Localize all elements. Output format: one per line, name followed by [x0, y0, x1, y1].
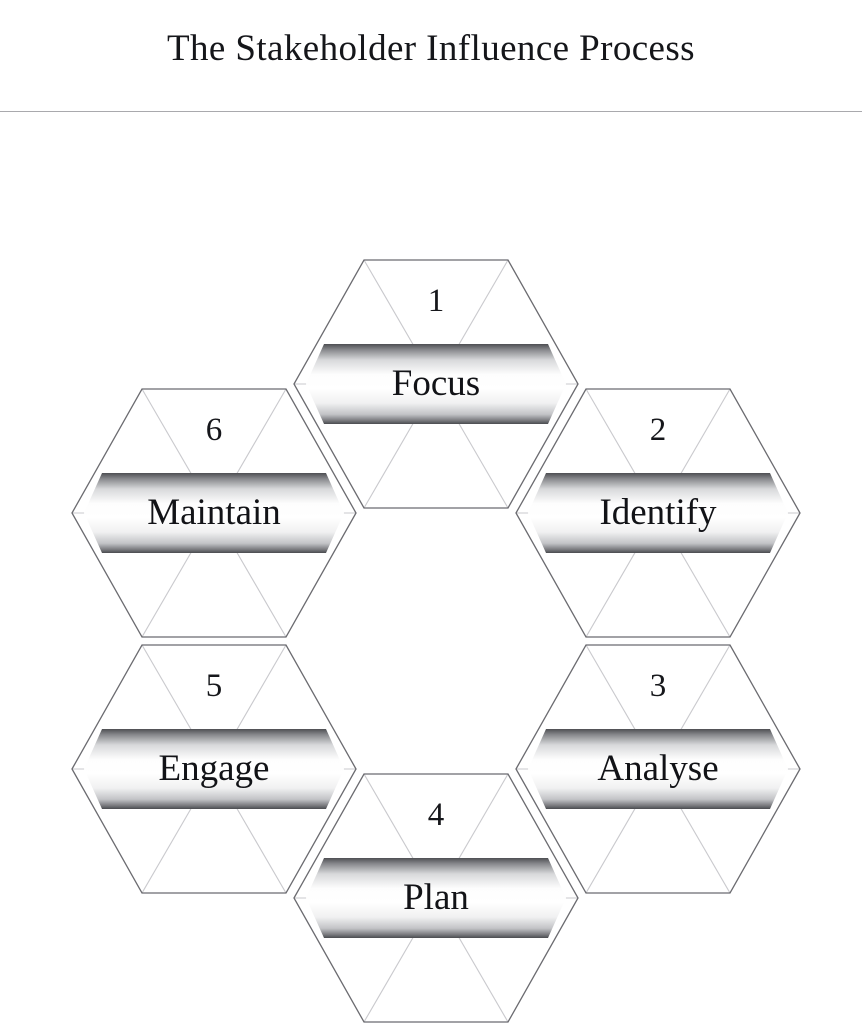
- hexagon-label-band: [528, 473, 788, 553]
- hexagon-outline: [71, 388, 357, 638]
- hexagon-step-1[interactable]: [293, 259, 579, 509]
- hexagon-outline: [71, 644, 357, 894]
- hexagon-step-5[interactable]: [71, 644, 357, 894]
- hexagon-label-band: [306, 858, 566, 938]
- hexagon-outline: [515, 388, 801, 638]
- hexagon-step-4[interactable]: [293, 773, 579, 1023]
- hexagon-outline: [515, 644, 801, 894]
- hexagon-label-band: [84, 729, 344, 809]
- hexagon-outline: [293, 259, 579, 509]
- hexagon-ring-graphic: [71, 259, 801, 1023]
- hexagon-step-2[interactable]: [515, 388, 801, 638]
- page-title: The Stakeholder Influence Process: [167, 28, 695, 69]
- hexagon-outline: [293, 773, 579, 1023]
- hexagon-label-band: [84, 473, 344, 553]
- hexagon-label-band: [306, 344, 566, 424]
- hexagon-step-6[interactable]: [71, 388, 357, 638]
- hexagon-label-band: [528, 729, 788, 809]
- page-header: The Stakeholder Influence Process: [0, 0, 862, 112]
- title-divider: [0, 111, 862, 112]
- hexagon-step-3[interactable]: [515, 644, 801, 894]
